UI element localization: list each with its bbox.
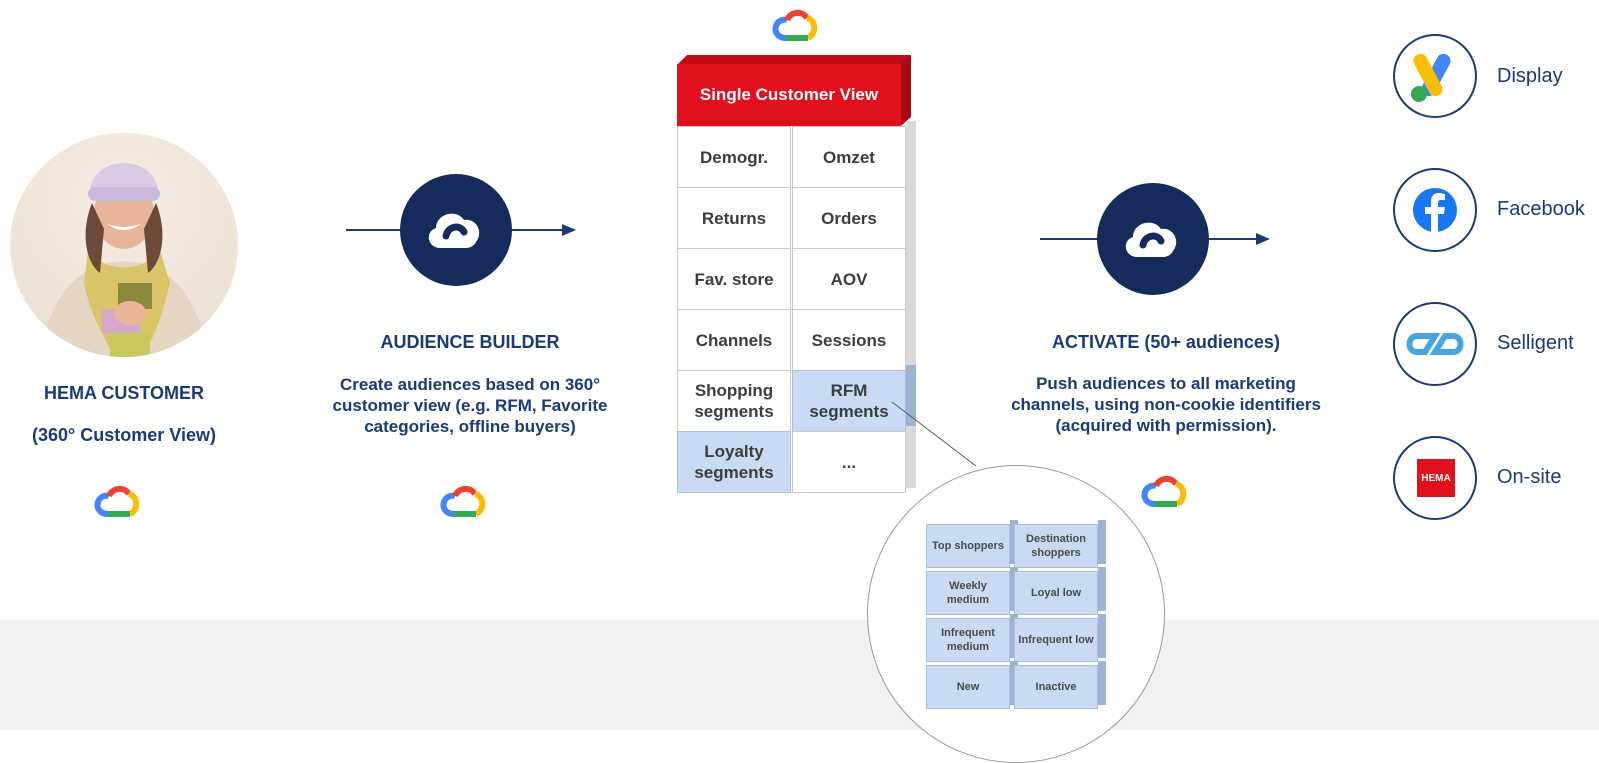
rfm-segment-cell: Loyal low [1014,571,1098,615]
customer-view-cell: Loyalty segments [677,431,791,493]
cloud-icon [428,213,480,248]
cell-side-face [906,182,916,244]
google-ads-icon [1411,53,1451,102]
audience-builder-description: Create audiences based on 360° customer … [332,375,608,436]
channel-label-display: Display [1497,65,1563,87]
hema-logo-icon: HEMA [1417,459,1455,497]
customer-view-cell: AOV [792,248,906,310]
rfm-segment-cell: Weekly medium [926,571,1010,615]
channel-label-on-site: On-site [1497,466,1562,488]
single-customer-view-header: Single Customer View [677,64,901,126]
rfm-cell-side-face [1098,614,1106,658]
rfm-segment-cell: Top shoppers [926,524,1010,568]
channel-display [1393,34,1477,118]
cell-side-face [906,304,916,366]
rfm-segment-cell: Inactive [1014,665,1098,709]
rfm-segment-cell: New [926,665,1010,709]
customer-title: HEMA CUSTOMER [43,383,204,403]
customer-view-cell: Orders [792,187,906,249]
channel-label-facebook: Facebook [1497,198,1585,220]
header-side-face [901,55,911,126]
rfm-segment-cell: Destination shoppers [1014,524,1098,568]
zoom-connector [891,401,977,467]
customer-view-cell: RFM segments [792,370,906,432]
customer-view-cell: ... [792,431,906,493]
google-cloud-icon [440,486,486,517]
cell-side-face [906,426,916,488]
cloud-icon [1125,222,1177,257]
rfm-segment-cell: Infrequent medium [926,618,1010,662]
rfm-cell-side-face [1098,520,1106,564]
arrow-head-icon [562,224,576,236]
customer-view-cell: Demogr. [677,126,791,188]
cell-side-face [906,121,916,183]
audience-builder-title: AUDIENCE BUILDER [380,332,560,352]
cell-side-face [906,243,916,305]
activate-description-start: Push audiences to all marketing channels… [1011,374,1296,414]
customer-view-cell: Channels [677,309,791,371]
customer-view-cell: Sessions [792,309,906,371]
activate-title: ACTIVATE (50+ audiences) [1052,332,1280,352]
header-top-face [677,55,911,65]
footer-band [0,620,1599,730]
activate-description-bold: non-cookie identifiers [1144,395,1321,414]
cell-side-face [906,365,916,427]
selligent-icon [1406,333,1464,355]
rfm-segment-cell: Infrequent low [1014,618,1098,662]
rfm-cell-side-face [1098,567,1106,611]
channel-on-site: HEMA [1393,436,1477,520]
activate-description-end: (acquired with permission). [1055,416,1277,435]
activate-description: Push audiences to all marketing channels… [1004,373,1328,436]
customer-view-cell: Fav. store [677,248,791,310]
audience-builder-circle [400,174,512,286]
google-cloud-icon [1141,476,1187,507]
customer-view-cell: Shopping segments [677,370,791,432]
facebook-icon [1413,188,1457,232]
customer-subtitle: (360° Customer View) [32,425,216,445]
channel-label-selligent: Selligent [1497,332,1574,354]
customer-photo [10,133,238,357]
rfm-cell-side-face [1098,661,1106,705]
activate-circle [1097,183,1209,295]
arrow-head-icon [1256,233,1270,245]
google-cloud-icon [772,10,818,41]
google-cloud-icon [94,486,140,517]
customer-view-cell: Omzet [792,126,906,188]
channel-selligent [1393,302,1477,386]
channel-facebook [1393,168,1477,252]
customer-view-cell: Returns [677,187,791,249]
